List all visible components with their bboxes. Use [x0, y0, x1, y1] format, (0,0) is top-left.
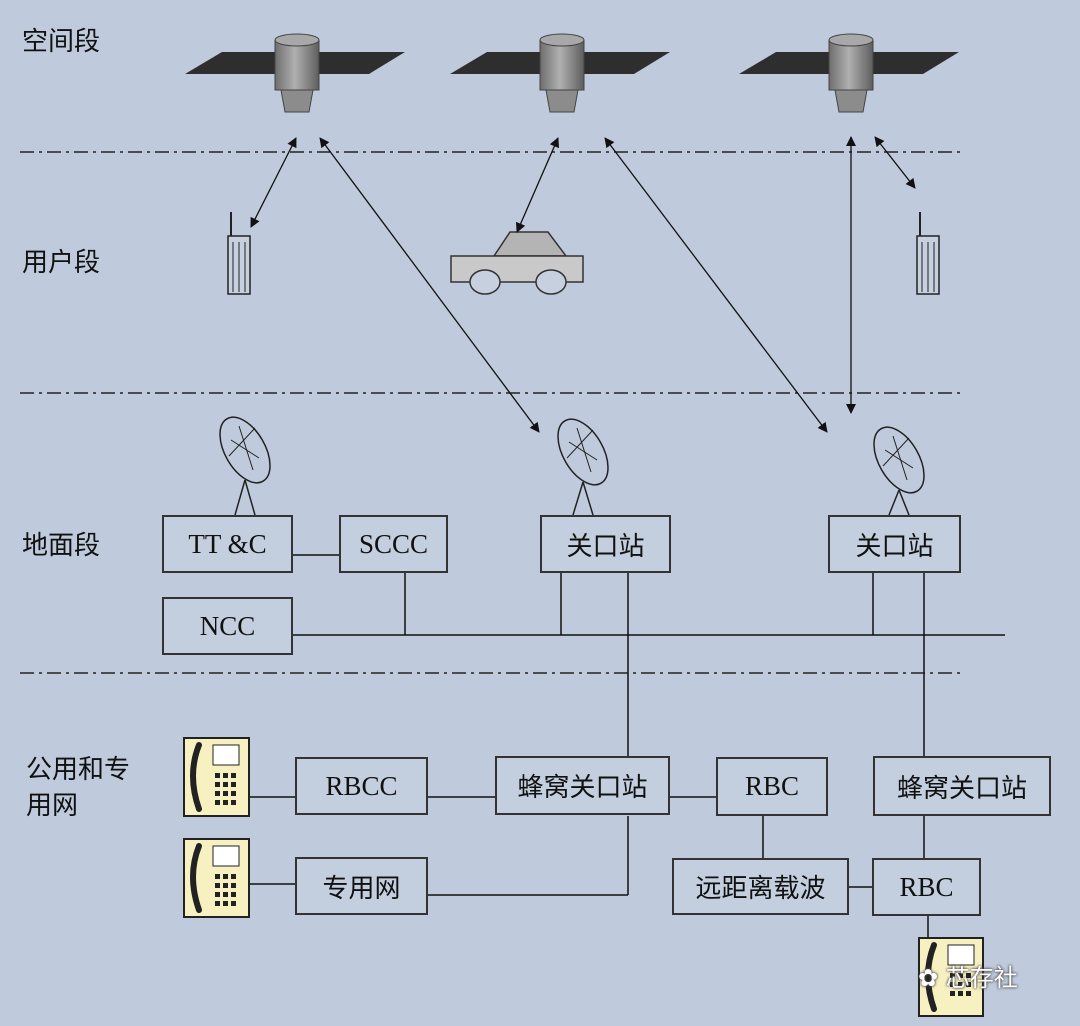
wechat-icon: ✿ — [918, 964, 939, 992]
satellite-dish-icon — [557, 418, 609, 516]
rbc-box-1: RBC — [716, 757, 828, 816]
handheld-phone-icon — [227, 212, 251, 295]
remote-carrier-box: 远距离载波 — [672, 858, 849, 915]
telephone-icon — [183, 838, 250, 918]
cellular-gateway-box-2: 蜂窝关口站 — [873, 756, 1051, 816]
ncc-box: NCC — [162, 597, 293, 655]
user-segment-label: 用户段 — [22, 248, 101, 278]
satellite-icon — [739, 33, 959, 113]
watermark-text: ✿ 芯存社 — [918, 958, 1018, 993]
ground-segment-label: 地面段 — [22, 531, 101, 561]
public-network-label-line2: 用网 — [26, 791, 79, 821]
ttc-box: TT &C — [162, 515, 293, 573]
satellite-dish-icon — [219, 416, 271, 516]
satellite-icon — [185, 33, 405, 113]
link-sat1-gateway1 — [319, 137, 540, 433]
private-network-box: 专用网 — [295, 857, 428, 915]
gateway-station-box-2: 关口站 — [828, 515, 961, 573]
segment-separators — [20, 151, 962, 674]
wired-connections — [250, 554, 1005, 937]
link-sat1-handheld — [250, 137, 297, 228]
link-sat2-car — [516, 137, 559, 233]
satellite-dish-icon — [873, 426, 925, 516]
car-icon — [450, 231, 584, 295]
sccc-box: SCCC — [339, 515, 448, 573]
link-sat2-gateway2 — [604, 137, 828, 433]
space-segment-label: 空间段 — [22, 27, 101, 57]
radio-links — [250, 136, 916, 433]
cellular-gateway-box-1: 蜂窝关口站 — [495, 756, 670, 815]
rbc-box-2: RBC — [872, 858, 981, 916]
satellite-icon — [450, 33, 670, 113]
rbcc-box: RBCC — [295, 757, 428, 815]
handheld-phone-icon — [916, 212, 940, 295]
gateway-station-box-1: 关口站 — [540, 515, 671, 573]
telephone-icon — [183, 737, 250, 817]
public-network-label-line1: 公用和专 — [26, 755, 131, 785]
telephone-icon — [918, 937, 984, 1017]
link-sat3-handheld — [874, 136, 916, 189]
watermark-label: 芯存社 — [945, 964, 1018, 992]
